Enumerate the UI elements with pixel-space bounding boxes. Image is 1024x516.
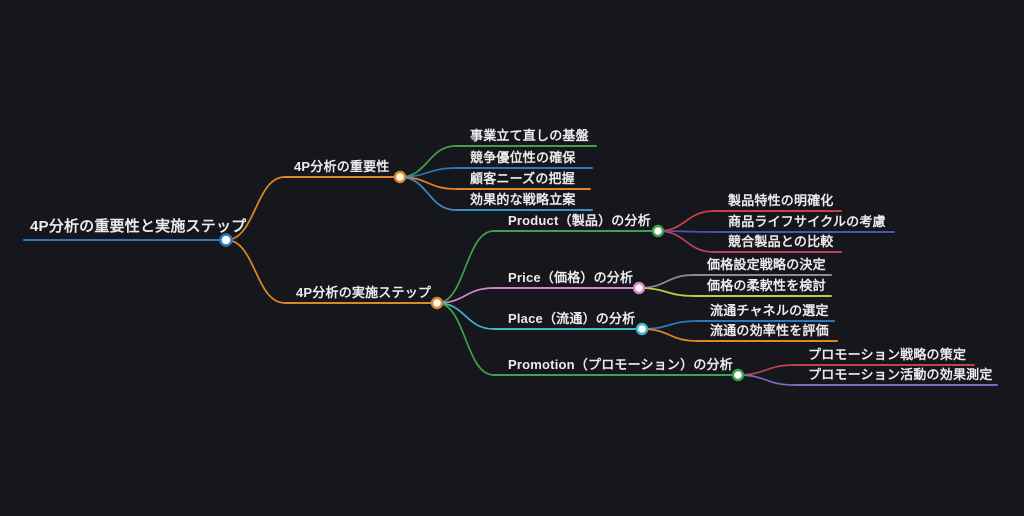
- link-steps-product: [436, 230, 495, 304]
- node-label-importance[interactable]: 4P分析の重要性: [294, 159, 390, 174]
- node-label-importance-child2[interactable]: 顧客ニーズの把握: [470, 171, 575, 186]
- link-steps-price: [436, 287, 495, 304]
- link-price-child0: [638, 274, 695, 289]
- node-label-root[interactable]: 4P分析の重要性と実施ステップ: [30, 218, 247, 235]
- link-price-child1: [638, 287, 695, 297]
- link-place-child1: [641, 328, 698, 342]
- node-label-product-child1[interactable]: 商品ライフサイクルの考慮: [728, 214, 886, 229]
- node-label-place-child0[interactable]: 流通チャネルの選定: [710, 303, 829, 318]
- link-steps-place: [436, 302, 495, 330]
- node-dot-promotion[interactable]: [731, 368, 745, 382]
- node-label-place[interactable]: Place（流通）の分析: [508, 311, 636, 326]
- link-steps-promotion: [436, 302, 495, 376]
- node-label-promotion-child0[interactable]: プロモーション戦略の策定: [808, 347, 967, 362]
- link-promotion-child1: [737, 374, 795, 386]
- node-label-promotion[interactable]: Promotion（プロモーション）の分析: [508, 357, 733, 372]
- node-label-product[interactable]: Product（製品）の分析: [508, 213, 651, 228]
- node-label-product-child2[interactable]: 競合製品との比較: [728, 234, 834, 249]
- node-label-promotion-child1[interactable]: プロモーション活動の効果測定: [808, 367, 993, 382]
- link-product-child0: [657, 210, 715, 232]
- link-root-steps: [225, 239, 286, 304]
- node-label-price-child1[interactable]: 価格の柔軟性を検討: [707, 278, 826, 293]
- link-product-child2: [657, 230, 715, 253]
- node-label-importance-child0[interactable]: 事業立て直しの基盤: [470, 128, 589, 143]
- link-promotion-child0: [737, 364, 795, 376]
- node-dot-steps[interactable]: [430, 296, 444, 310]
- node-dot-place[interactable]: [635, 322, 649, 336]
- link-place-child0: [641, 320, 698, 330]
- node-label-price[interactable]: Price（価格）の分析: [508, 270, 634, 285]
- node-dot-product[interactable]: [651, 224, 665, 238]
- node-label-steps[interactable]: 4P分析の実施ステップ: [296, 285, 432, 300]
- node-label-product-child0[interactable]: 製品特性の明確化: [728, 193, 834, 208]
- node-dot-price[interactable]: [632, 281, 646, 295]
- node-dot-importance[interactable]: [393, 170, 407, 184]
- link-root-importance: [225, 176, 286, 241]
- node-label-importance-child1[interactable]: 競争優位性の確保: [470, 150, 576, 165]
- node-label-place-child1[interactable]: 流通の効率性を評価: [710, 323, 829, 338]
- node-dot-root[interactable]: [219, 233, 233, 247]
- link-importance-child3: [399, 176, 457, 211]
- node-label-importance-child3[interactable]: 効果的な戦略立案: [470, 192, 576, 207]
- node-label-price-child0[interactable]: 価格設定戦略の決定: [707, 257, 826, 272]
